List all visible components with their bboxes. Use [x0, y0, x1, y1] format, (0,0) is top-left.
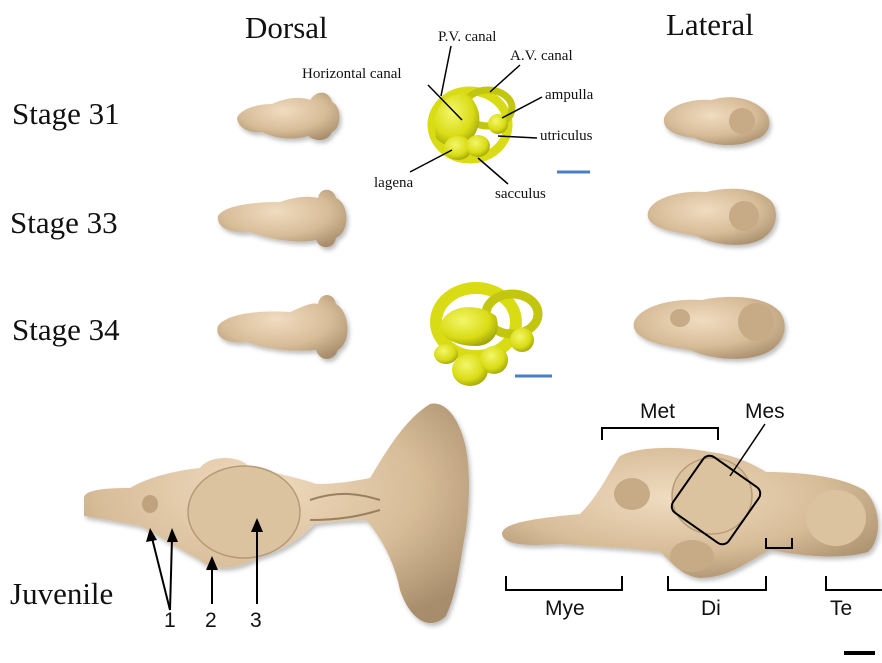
marker-2-label: 2 — [205, 609, 217, 632]
di-bracket — [668, 576, 766, 590]
stage-31-lateral-brain — [664, 97, 770, 145]
av-canal-label: A.V. canal — [510, 48, 573, 64]
lateral-column-heading: Lateral — [666, 7, 754, 42]
lagena-leader — [410, 150, 452, 172]
juvenile-lateral-brain — [502, 448, 878, 578]
lagena-label: lagena — [374, 175, 413, 191]
horizontal-canal-label: Horizontal canal — [302, 66, 402, 82]
juvenile-dorsal-brain — [84, 403, 469, 623]
pv-canal-leader — [441, 46, 451, 96]
stage-33-label: Stage 33 — [10, 205, 118, 240]
mes-label: Mes — [745, 400, 785, 423]
te-label: Te — [830, 597, 852, 620]
stage-31-label: Stage 31 — [12, 96, 120, 131]
utriculus-label: utriculus — [540, 128, 593, 144]
av-canal-leader — [490, 65, 520, 92]
met-label: Met — [640, 400, 675, 423]
marker-3-label: 3 — [250, 609, 262, 632]
met-bracket — [602, 428, 718, 440]
pv-canal-label: P.V. canal — [438, 29, 496, 45]
sacculus-leader — [478, 158, 508, 184]
stage-33-lateral-brain — [648, 189, 776, 245]
juvenile-label: Juvenile — [10, 576, 113, 611]
sacculus-label: sacculus — [495, 186, 546, 202]
juvenile-marker-2: 2 — [205, 556, 218, 632]
marker-1-label: 1 — [164, 609, 176, 632]
stage-34-label: Stage 34 — [12, 312, 120, 347]
stage-31-dorsal-brain — [237, 93, 340, 140]
stage-34-inner-ear — [434, 288, 538, 386]
di-label: Di — [701, 597, 721, 620]
mye-bracket — [506, 576, 622, 590]
stage-33-dorsal-brain — [218, 190, 347, 248]
ampulla-label: ampulla — [545, 87, 594, 103]
stage-34-lateral-brain — [634, 297, 785, 359]
te-bracket — [826, 576, 882, 590]
stage-34-dorsal-brain — [217, 295, 347, 359]
mye-label: Mye — [545, 597, 585, 620]
dorsal-column-heading: Dorsal — [245, 10, 328, 45]
